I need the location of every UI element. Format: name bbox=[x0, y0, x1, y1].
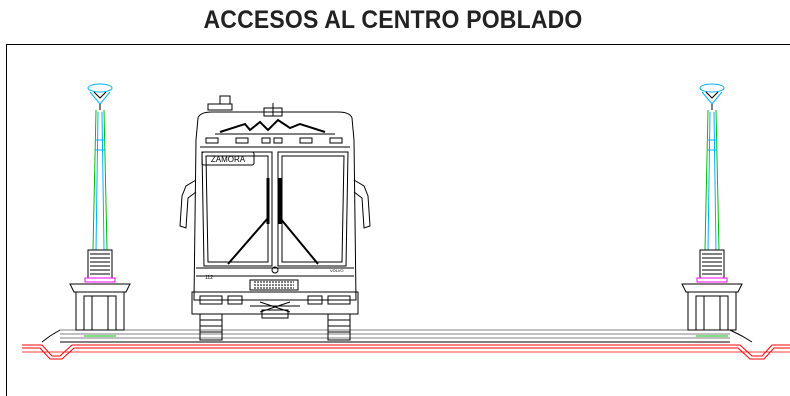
windscreen-left bbox=[201, 151, 273, 267]
mirror-right bbox=[353, 179, 371, 229]
fleet-number: 112 bbox=[205, 275, 213, 281]
left-lamp-pole bbox=[92, 109, 108, 251]
front-grille bbox=[249, 279, 299, 291]
bus-body-outline bbox=[193, 111, 357, 301]
front-bumper bbox=[191, 291, 359, 315]
windscreen-right bbox=[277, 151, 349, 267]
left-street-lamp bbox=[69, 83, 131, 337]
wiper-left bbox=[227, 217, 269, 265]
right-lamp-head bbox=[699, 83, 725, 110]
front-wheel-right bbox=[327, 313, 351, 341]
brand-badge: VOLVO bbox=[330, 268, 344, 273]
destination-sign-text: ZAMORA bbox=[211, 155, 246, 164]
roof-hatch bbox=[219, 95, 231, 105]
front-wheel-left bbox=[199, 313, 223, 341]
right-lamp-pole bbox=[704, 109, 720, 251]
bus-emblem bbox=[271, 266, 279, 274]
right-street-lamp bbox=[681, 83, 743, 337]
right-lamp-base bbox=[681, 249, 743, 337]
left-lamp-head bbox=[87, 83, 113, 110]
drawing-frame bbox=[6, 44, 790, 396]
road-section bbox=[22, 329, 790, 360]
left-lamp-base bbox=[69, 249, 131, 337]
wiper-right bbox=[279, 217, 319, 265]
mirror-left bbox=[179, 179, 197, 229]
bus-front bbox=[179, 95, 371, 341]
drawing-title: ACCESOS AL CENTRO POBLADO bbox=[203, 6, 583, 34]
